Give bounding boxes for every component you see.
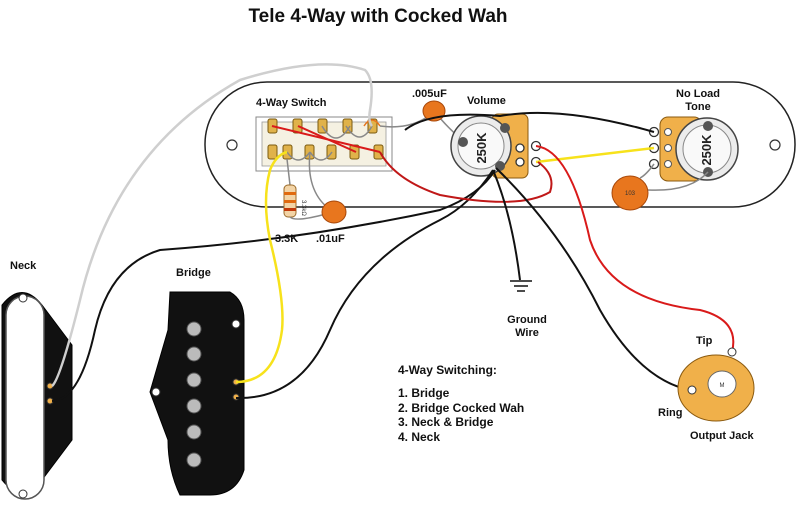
plate-screw-left — [226, 139, 238, 151]
switch-jumper-gray-2 — [345, 125, 373, 138]
output-jack: M — [677, 347, 755, 422]
tone-lug-inner-3 — [664, 160, 672, 168]
black-wire-switch-output — [404, 111, 655, 133]
switch-jumper-gray-4 — [309, 151, 333, 161]
black-wire-neck-ground — [51, 169, 496, 402]
switch-jumper-red-2 — [297, 125, 357, 153]
legend-item: 2. Bridge Cocked Wah — [398, 401, 524, 415]
yellow-wire-bridge-hot — [235, 150, 288, 384]
plate-screw-right — [769, 139, 781, 151]
jack-tip-lug — [727, 347, 737, 357]
resistor-marking: 3.3kΩ — [300, 200, 306, 216]
volume-pot-value: 250K — [474, 132, 489, 164]
red-wire-switch-volume — [379, 151, 553, 203]
volume-label: Volume — [467, 95, 506, 107]
volume-lug-3 — [515, 143, 525, 153]
tone-cap-lead-2 — [647, 171, 709, 191]
bridge-label: Bridge — [176, 267, 211, 279]
jack-ring-lug — [687, 385, 697, 395]
cap-01-lead — [308, 151, 329, 209]
legend-item: 4. Neck — [398, 430, 440, 444]
ground-label-line1: Ground — [507, 314, 547, 326]
jack-marking: M — [720, 383, 725, 389]
black-wire-bridge-ground — [235, 169, 494, 400]
cap-01-label: .01uF — [316, 233, 345, 245]
ground-symbol — [510, 280, 532, 292]
neck-label: Neck — [10, 260, 37, 272]
output-jack-label: Output Jack — [690, 430, 754, 442]
bridge-pickup — [149, 291, 245, 496]
diagram-title: Tele 4-Way with Cocked Wah — [248, 6, 507, 27]
cap-01-body — [321, 200, 347, 224]
tone-lug-inner-1 — [664, 128, 672, 136]
volume-pot: 250K — [450, 113, 529, 179]
switching-legend: 4-Way Switching: 1. Bridge 2. Bridge Coc… — [398, 363, 524, 444]
tip-label: Tip — [696, 335, 713, 347]
legend-item: 3. Neck & Bridge — [398, 415, 494, 429]
resistor-lead-top — [286, 158, 291, 186]
legend-heading: 4-Way Switching: — [398, 363, 497, 377]
switch-lug-bottom-1 — [267, 144, 278, 160]
ground-label-line2: Wire — [515, 327, 539, 339]
switch-label: 4-Way Switch — [256, 97, 327, 109]
switch-lug-top-4 — [342, 118, 353, 134]
switch-jumper-gray-3 — [286, 151, 311, 161]
resistor-lead-bottom — [289, 214, 323, 220]
tone-cap-lead-1 — [639, 163, 655, 179]
ring-label: Ring — [658, 407, 682, 419]
tone-lug-inner-2 — [664, 144, 672, 152]
resistor-band-1 — [284, 192, 296, 195]
resistor-band-3 — [284, 208, 296, 211]
yellow-wire-vol-tone — [535, 146, 655, 164]
red-wire-tip — [535, 145, 735, 353]
neck-pickup — [1, 292, 73, 500]
tone-label-line1: No Load — [676, 88, 720, 100]
tone-pot-value: 250K — [699, 134, 714, 166]
tone-cap-body — [611, 175, 649, 211]
resistor-band-2 — [284, 200, 296, 203]
tone-label-line2: Tone — [685, 101, 710, 113]
ground-wire-lead — [492, 169, 521, 281]
white-wire-neck-hot — [51, 63, 373, 387]
volume-lug-4 — [515, 157, 525, 167]
tone-cap-marking: 103 — [625, 191, 636, 197]
legend-item: 1. Bridge — [398, 386, 450, 400]
cap-005-label: .005uF — [412, 88, 447, 100]
switch-jumper-orange — [363, 119, 381, 127]
black-wire-ring — [495, 167, 691, 391]
